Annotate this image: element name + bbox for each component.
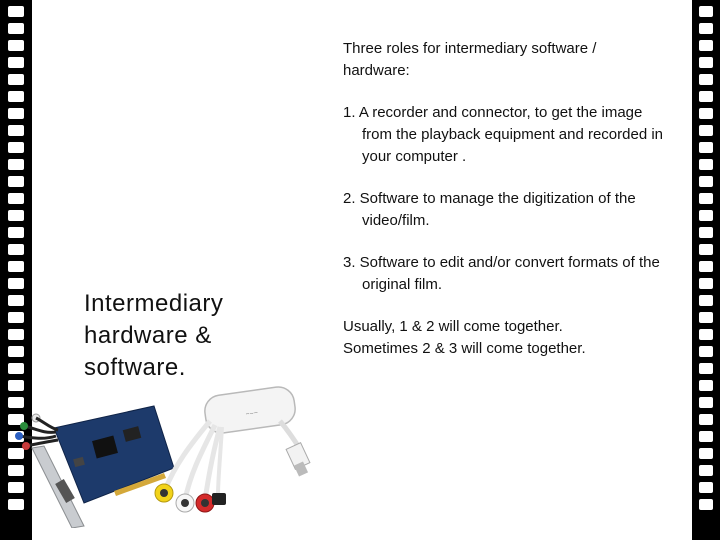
- film-perforation: [8, 74, 24, 85]
- film-perforation: [8, 261, 24, 272]
- film-perforation: [8, 499, 24, 510]
- film-perforation: [699, 397, 713, 408]
- film-perforation: [699, 193, 713, 204]
- film-perforation: [8, 108, 24, 119]
- film-perforation: [8, 414, 24, 425]
- film-perforation: [699, 499, 713, 510]
- list-item-3: 3. Software to edit and/or convert forma…: [343, 254, 660, 293]
- list-item-2: 2. Software to manage the digitization o…: [343, 190, 636, 229]
- film-perforation: [8, 40, 24, 51]
- usb-capture-device-image: ~~~: [154, 386, 311, 513]
- film-strip-right: [692, 0, 720, 540]
- film-perforation: [699, 414, 713, 425]
- film-perforation: [699, 6, 713, 17]
- film-perforation: [8, 397, 24, 408]
- film-perforation: [699, 380, 713, 391]
- film-perforation: [699, 329, 713, 340]
- slide-title: Intermediary hardware & software.: [84, 290, 224, 381]
- film-perforation: [699, 448, 713, 459]
- film-perforation: [699, 244, 713, 255]
- summary-line-1: Usually, 1 & 2 will come together.: [343, 318, 563, 335]
- film-perforation: [8, 142, 24, 153]
- film-perforation: [8, 278, 24, 289]
- film-perforation: [8, 176, 24, 187]
- film-perforation: [699, 176, 713, 187]
- slide-body: Three roles for intermediary software / …: [343, 38, 663, 360]
- film-strip-left: [0, 0, 32, 540]
- film-perforation: [8, 448, 24, 459]
- film-perforation: [8, 363, 24, 374]
- film-perforation: [8, 159, 24, 170]
- film-perforation: [8, 312, 24, 323]
- film-perforation: [699, 482, 713, 493]
- film-perforation: [699, 227, 713, 238]
- film-perforation: [8, 244, 24, 255]
- film-perforation: [699, 142, 713, 153]
- film-perforation: [8, 346, 24, 357]
- capture-card-image: [15, 405, 174, 528]
- film-perforation: [699, 312, 713, 323]
- film-perforation: [699, 23, 713, 34]
- film-perforation: [699, 40, 713, 51]
- film-perforation: [8, 329, 24, 340]
- film-perforation: [699, 261, 713, 272]
- film-perforation: [699, 125, 713, 136]
- film-perforation: [8, 125, 24, 136]
- film-perforation: [8, 210, 24, 221]
- film-perforation: [8, 465, 24, 476]
- film-perforation: [699, 159, 713, 170]
- film-perforation: [699, 431, 713, 442]
- film-perforation: [8, 295, 24, 306]
- film-perforation: [8, 380, 24, 391]
- film-perforation: [8, 91, 24, 102]
- film-perforation: [8, 23, 24, 34]
- list-item-1: 1. A recorder and connector, to get the …: [343, 104, 664, 165]
- film-perforation: [699, 346, 713, 357]
- film-perforation: [699, 57, 713, 68]
- film-perforation: [8, 57, 24, 68]
- film-perforation: [699, 108, 713, 119]
- film-perforation: [699, 295, 713, 306]
- film-perforation: [699, 278, 713, 289]
- film-perforation: [699, 74, 713, 85]
- film-perforation: [699, 465, 713, 476]
- film-perforation: [8, 227, 24, 238]
- intro-text: Three roles for intermediary software / …: [343, 40, 597, 79]
- summary-line-2: Sometimes 2 & 3 will come together.: [343, 340, 586, 357]
- film-perforation: [699, 91, 713, 102]
- svg-text:~~~: ~~~: [245, 410, 258, 418]
- film-perforation: [8, 193, 24, 204]
- film-perforation: [8, 6, 24, 17]
- film-perforation: [8, 482, 24, 493]
- film-perforation: [699, 363, 713, 374]
- film-perforation: [699, 210, 713, 221]
